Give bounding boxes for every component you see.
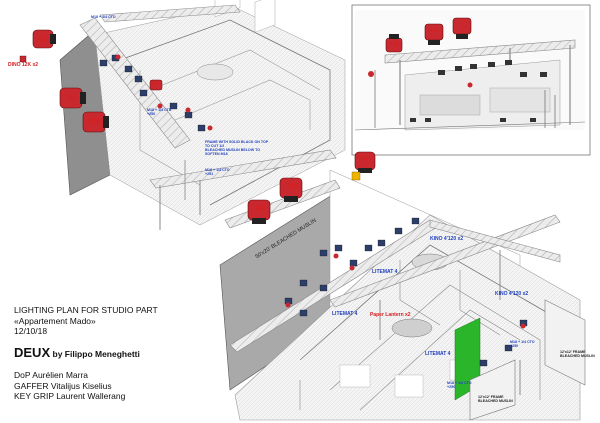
dop-credit: DoP Aurélien Marra xyxy=(14,370,89,381)
t12-label: T12 xyxy=(89,119,100,125)
film-title: DEUX xyxy=(14,344,51,360)
title-block: LIGHTING PLAN FOR STUDIO PART «Apparteme… xyxy=(14,305,158,402)
t5-label: T5 xyxy=(152,81,158,86)
dino-label: DINO 12K x2 xyxy=(8,62,39,68)
t12-lamp-br-2 xyxy=(279,177,303,202)
dino-lamp xyxy=(351,171,361,181)
t12-lamp-tl-3 xyxy=(82,111,109,133)
m18-label: M18 + 1/4 CTO +250 xyxy=(510,340,535,349)
kino-label: KINO 4'120 x2 xyxy=(495,291,529,297)
litemat-label: LITEMAT 4 xyxy=(332,311,358,317)
m18-label: M18 + 1/4 CTO +251 xyxy=(205,168,230,177)
t5-lamp xyxy=(149,79,163,91)
t12-lamp-br-3 xyxy=(354,151,376,173)
t12-label: T12 xyxy=(38,37,49,43)
t12-label: T12 xyxy=(287,184,298,190)
plan-subtitle: «Appartement Mado» xyxy=(14,315,96,326)
t12-label: T12 xyxy=(430,28,438,33)
t12-lamp-tl-1 xyxy=(32,29,56,49)
bottom-right-isometric-view xyxy=(219,151,586,421)
gaffer-credit: GAFFER Vitalijus Kiselius xyxy=(14,380,112,391)
t12-lamp-tl-2 xyxy=(59,87,86,109)
frame-label: 12'x12' FRAME BLEACHED MUSLIN xyxy=(560,350,595,359)
truss-diagonal-left xyxy=(79,17,191,149)
frame-note-label: FRAME WITH SOLID BLACK ON TOP TO CUT 1/2… xyxy=(205,140,269,157)
t12-lamp-elev-1 xyxy=(385,34,403,53)
litemat-label: LITEMAT 4 xyxy=(425,351,451,357)
m18-label: M18 + 1/4 CTO +250 xyxy=(447,381,472,390)
dino-lamp-top xyxy=(19,55,27,63)
director-credit: by Filippo Meneghetti xyxy=(52,348,140,359)
top-left-isometric-view xyxy=(59,0,346,230)
t12-label: T12 xyxy=(66,95,77,101)
t12-lamp-elev-3 xyxy=(452,17,472,39)
paper-lantern-label: Paper Lantern x2 xyxy=(370,312,411,318)
film-credit: DEUX by Filippo Meneghetti xyxy=(14,345,158,361)
kino-label: KINO 4'120 x2 xyxy=(430,236,464,242)
plan-title: LIGHTING PLAN FOR STUDIO PART xyxy=(14,305,158,315)
t12-label: T12 xyxy=(255,206,266,212)
litemat-label: LITEMAT 4 xyxy=(372,269,398,275)
t12-label: T12 xyxy=(360,156,369,162)
t12-lamp-elev-2 xyxy=(424,23,444,45)
m18-label: M18 + 1/4 CTB +250 xyxy=(147,108,172,117)
t12-label: T12 xyxy=(390,41,398,46)
frame-label: 12'x12' FRAME BLEACHED MUSLIN xyxy=(478,395,513,404)
plan-date: 12/10/18 xyxy=(14,326,48,337)
top-right-elevation-view xyxy=(351,4,591,156)
frame-12x12-bottom xyxy=(469,359,516,421)
t12-lamp-br-1 xyxy=(247,199,271,224)
frame-12x12-right xyxy=(544,299,586,386)
m18-label-top: M18 + 1/4 CTO xyxy=(91,15,116,19)
truss-lower-left xyxy=(149,149,337,189)
key-grip-credit: KEY GRIP Laurent Wallerang xyxy=(14,391,126,402)
soft-frame-top xyxy=(196,63,234,81)
